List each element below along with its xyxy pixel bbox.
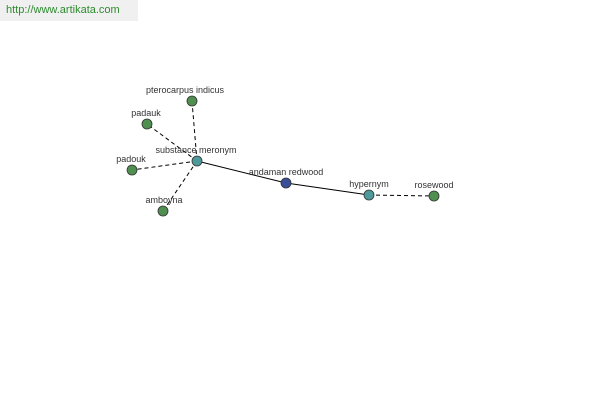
watermark-box: http://www.artikata.com xyxy=(0,0,138,21)
node-dot-substance-meronym[interactable] xyxy=(191,155,203,167)
edge-andaman-redwood-hypernym xyxy=(285,182,370,196)
watermark-url[interactable]: http://www.artikata.com xyxy=(6,4,120,16)
node-rosewood[interactable]: rosewood xyxy=(414,180,454,202)
node-pterocarpus-indicus[interactable]: pterocarpus indicus xyxy=(146,85,225,107)
node-padauk[interactable]: padauk xyxy=(131,108,161,130)
node-padouk[interactable]: padouk xyxy=(116,154,146,176)
edge-substance-meronym-padauk xyxy=(146,123,198,162)
node-label-rosewood: rosewood xyxy=(414,180,453,190)
edge-andaman-redwood-substance-meronym xyxy=(196,160,287,184)
node-dot-padouk[interactable] xyxy=(126,164,138,176)
node-label-padauk: padauk xyxy=(131,108,161,118)
node-andaman-redwood[interactable]: andaman redwood xyxy=(249,167,324,189)
node-substance-meronym[interactable]: substance meronym xyxy=(155,145,237,167)
node-dot-amboyna[interactable] xyxy=(157,205,169,217)
node-dot-andaman-redwood[interactable] xyxy=(280,177,292,189)
nodes: andaman redwood substance meronym hypernym… xyxy=(116,85,454,217)
node-label-pterocarpus-indicus: pterocarpus indicus xyxy=(146,85,225,95)
edge-hypernym-rosewood xyxy=(368,194,435,197)
node-hypernym[interactable]: hypernym xyxy=(349,179,389,201)
node-dot-pterocarpus-indicus[interactable] xyxy=(186,95,198,107)
node-dot-padauk[interactable] xyxy=(141,118,153,130)
node-label-padouk: padouk xyxy=(116,154,146,164)
node-label-substance-meronym: substance meronym xyxy=(155,145,236,155)
edge-substance-meronym-padouk xyxy=(131,160,198,171)
edges xyxy=(131,100,435,212)
edge-substance-meronym-pterocarpus-indicus xyxy=(191,100,198,162)
node-amboyna[interactable]: amboyna xyxy=(145,195,183,217)
node-label-hypernym: hypernym xyxy=(349,179,389,189)
node-dot-rosewood[interactable] xyxy=(428,190,440,202)
edge-substance-meronym-amboyna xyxy=(162,160,198,212)
node-label-andaman-redwood: andaman redwood xyxy=(249,167,324,177)
node-label-amboyna: amboyna xyxy=(145,195,182,205)
node-dot-hypernym[interactable] xyxy=(363,189,375,201)
